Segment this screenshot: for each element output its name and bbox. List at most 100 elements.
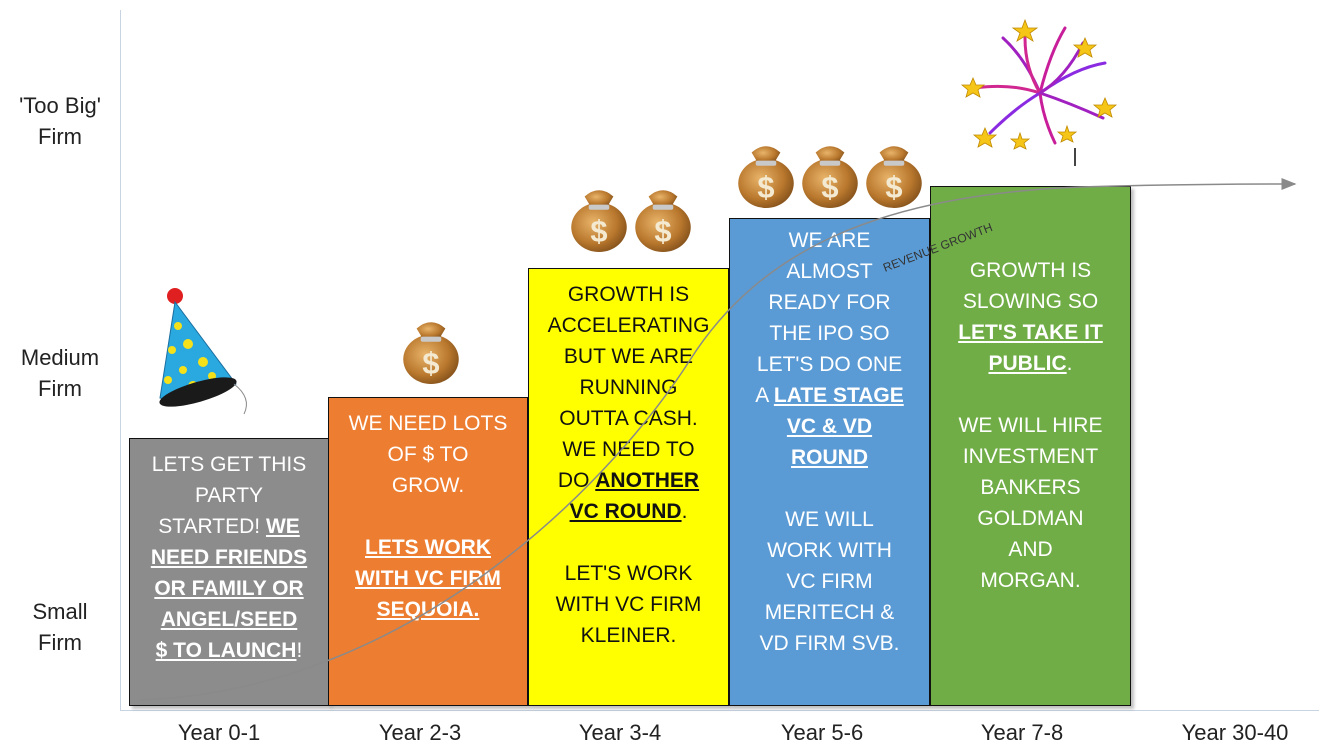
- stage-text-line: MORGAN.: [931, 565, 1130, 596]
- x-label-year-5-6: Year 5-6: [780, 720, 864, 745]
- stage-text-line: BANKERS: [931, 472, 1130, 503]
- money-bag-icon: [802, 146, 858, 208]
- stage-text-line: STARTED! WE: [130, 511, 328, 542]
- text-segment: SLOWING SO: [962, 290, 1099, 313]
- stage-text-line: [931, 379, 1130, 410]
- stage-text-line: KLEINER.: [529, 620, 728, 651]
- stage-text-line: VC ROUND.: [529, 496, 728, 527]
- emphasis-text: LETS WORK: [365, 536, 491, 559]
- emphasis-text: ANOTHER: [595, 469, 700, 492]
- text-segment: THE IPO SO: [769, 322, 890, 345]
- text-segment: WE ARE: [788, 229, 871, 252]
- text-segment: LET'S WORK: [564, 562, 693, 585]
- stage-text-line: A LATE STAGE: [730, 380, 929, 411]
- emphasis-text: SEQUOIA.: [376, 598, 480, 621]
- text-segment: INVESTMENT: [962, 445, 1099, 468]
- emphasis-text: ROUND: [791, 446, 868, 469]
- fireworks-icon: [960, 18, 1118, 166]
- text-segment: WE WILL HIRE: [958, 414, 1103, 437]
- stage-text-line: OF $ TO: [329, 439, 527, 470]
- text-segment: LETS GET THIS: [151, 453, 307, 476]
- text-segment: RUNNING: [579, 376, 678, 399]
- stage-text-line: ALMOST: [730, 256, 929, 287]
- stage-text-line: $ TO LAUNCH!: [130, 635, 328, 666]
- stage-text-line: OR FAMILY OR: [130, 573, 328, 604]
- text-segment: MERITECH &: [764, 601, 895, 624]
- stage-text-line: VD FIRM SVB.: [730, 628, 929, 659]
- x-label-year-2-3: Year 2-3: [378, 720, 462, 745]
- stage-text-line: [329, 501, 527, 532]
- emphasis-text: PUBLIC: [988, 352, 1067, 375]
- stage-text-line: DO ANOTHER: [529, 465, 728, 496]
- stage-text-line: WITH VC FIRM: [329, 563, 527, 594]
- stage-text-line: GROWTH IS: [931, 255, 1130, 286]
- stage-text-line: WE WILL HIRE: [931, 410, 1130, 441]
- text-segment: GROWTH IS: [969, 259, 1092, 282]
- stage-text-line: WE NEED TO: [529, 434, 728, 465]
- text-segment: KLEINER.: [580, 624, 677, 647]
- stage-text-line: WE ARE: [730, 225, 929, 256]
- stage-text-line: VC & VD: [730, 411, 929, 442]
- stage-text-line: LETS WORK: [329, 532, 527, 563]
- emphasis-text: WITH VC FIRM: [355, 567, 501, 590]
- text-segment: PARTY: [194, 484, 264, 507]
- emphasis-text: LATE STAGE: [773, 384, 904, 407]
- stage-text-line: ANGEL/SEED: [130, 604, 328, 635]
- text-segment: !: [296, 639, 303, 662]
- text-segment: VC FIRM: [786, 570, 873, 593]
- stage-text-line: WITH VC FIRM: [529, 589, 728, 620]
- x-label-year-0-1: Year 0-1: [177, 720, 261, 745]
- stage-text-line: INVESTMENT: [931, 441, 1130, 472]
- text-segment: GROW.: [391, 474, 465, 497]
- text-segment: LET'S DO ONE: [756, 353, 903, 376]
- stage-text-line: WE WILL: [730, 504, 929, 535]
- text-segment: WORK WITH: [767, 539, 892, 562]
- text-segment: .: [681, 500, 688, 523]
- x-axis-line: [120, 710, 1319, 711]
- stage-text-line: VC FIRM: [730, 566, 929, 597]
- money-bag-icon: [635, 190, 691, 252]
- text-segment: A: [755, 384, 774, 407]
- stage-text-line: GROWTH IS: [529, 279, 728, 310]
- text-segment: WE NEED TO: [562, 438, 695, 461]
- stage-text-line: LET'S DO ONE: [730, 349, 929, 380]
- stage-text-line: WORK WITH: [730, 535, 929, 566]
- text-segment: DO: [557, 469, 596, 492]
- stage-text-line: RUNNING: [529, 372, 728, 403]
- text-segment: MORGAN.: [980, 569, 1081, 592]
- money-bag-icon: [403, 322, 459, 384]
- stage-text-line: LET'S TAKE IT: [931, 317, 1130, 348]
- stage-text-line: SEQUOIA.: [329, 594, 527, 625]
- stage-text-line: WE NEED LOTS: [329, 408, 527, 439]
- x-label-year-7-8: Year 7-8: [980, 720, 1064, 745]
- stage-text-line: OUTTA CASH.: [529, 403, 728, 434]
- emphasis-text: OR FAMILY OR: [154, 577, 304, 600]
- text-segment: WITH VC FIRM: [555, 593, 702, 616]
- emphasis-text: WE: [265, 515, 300, 538]
- stage-text-line: GOLDMAN: [931, 503, 1130, 534]
- stage-text-line: SLOWING SO: [931, 286, 1130, 317]
- money-bag-icon: [866, 146, 922, 208]
- y-label-too-big: 'Too Big'Firm: [19, 93, 101, 149]
- text-segment: GOLDMAN: [977, 507, 1084, 530]
- stage-text-line: LETS GET THIS: [130, 449, 328, 480]
- x-label-year-30-40: Year 30-40: [1181, 720, 1289, 745]
- money-bag-icon: [571, 190, 627, 252]
- emphasis-text: VC ROUND: [569, 500, 682, 523]
- stage-text-line: ROUND: [730, 442, 929, 473]
- stage-text-line: LET'S WORK: [529, 558, 728, 589]
- text-segment: BUT WE ARE: [563, 345, 694, 368]
- y-axis-line: [120, 10, 121, 710]
- text-segment: GROWTH IS: [567, 283, 690, 306]
- stage-text-line: MERITECH &: [730, 597, 929, 628]
- stage-text-line: PUBLIC.: [931, 348, 1130, 379]
- emphasis-text: $ TO LAUNCH: [155, 639, 297, 662]
- text-segment: WE WILL: [785, 508, 874, 531]
- emphasis-text: ANGEL/SEED: [160, 608, 298, 631]
